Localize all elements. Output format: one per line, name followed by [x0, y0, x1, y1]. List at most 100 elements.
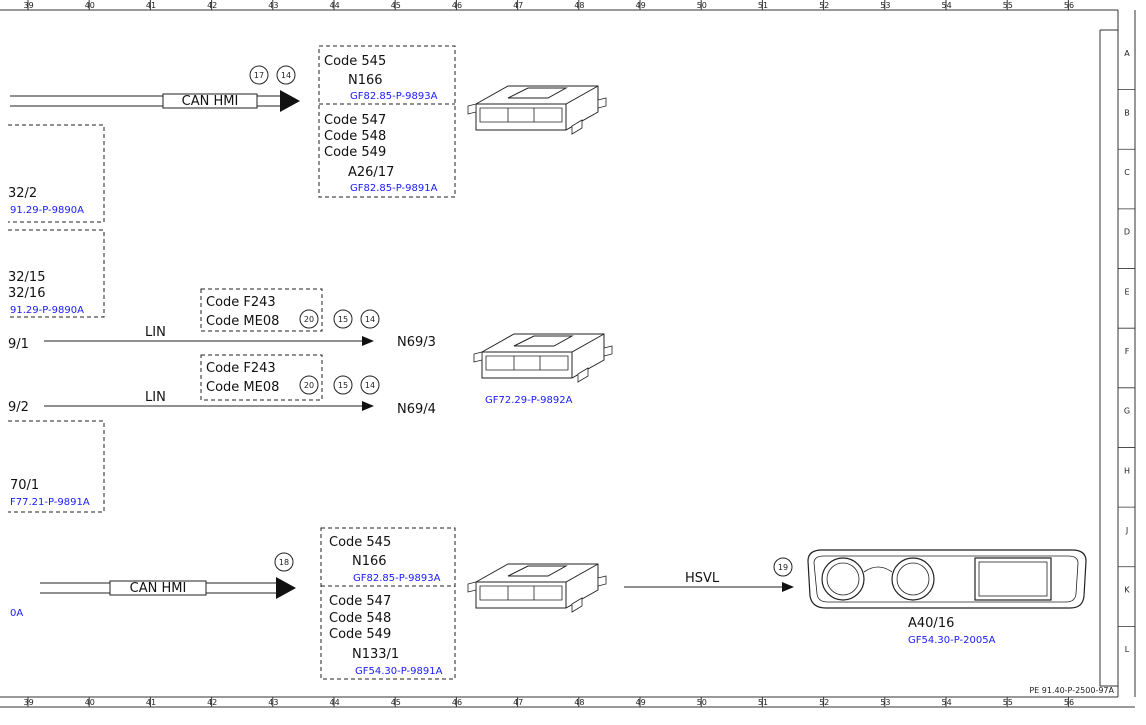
row-label-G: G: [1124, 407, 1130, 416]
column-label-49: 49: [636, 1, 646, 10]
column-label-56: 56: [1064, 1, 1074, 10]
lin-line-2: 9/2 LIN N69/4: [8, 390, 436, 417]
column-label-49: 49: [636, 698, 646, 707]
column-label-48: 48: [574, 698, 584, 707]
can-hmi-label-top: CAN HMI: [182, 94, 239, 109]
column-label-41: 41: [146, 698, 156, 707]
column-label-51: 51: [758, 698, 768, 707]
svg-text:15: 15: [338, 381, 348, 390]
row-label-J: J: [1125, 526, 1128, 535]
svg-text:17: 17: [254, 71, 264, 80]
stub-4-ref[interactable]: 0A: [10, 608, 23, 619]
row-label-F: F: [1125, 347, 1130, 356]
column-label-55: 55: [1003, 1, 1013, 10]
svg-text:LIN: LIN: [145, 390, 166, 405]
svg-text:Code F243: Code F243: [206, 295, 276, 310]
svg-text:14: 14: [365, 381, 375, 390]
row-label-K: K: [1124, 586, 1130, 595]
can-hmi-bus-top: CAN HMI: [10, 90, 300, 112]
column-label-40: 40: [85, 1, 95, 10]
svg-text:9/2: 9/2: [8, 400, 29, 415]
can-hmi-bus-bottom: CAN HMI: [40, 577, 296, 599]
svg-text:15: 15: [338, 315, 348, 324]
column-label-46: 46: [452, 698, 462, 707]
column-label-43: 43: [268, 698, 278, 707]
code-box-top: Code 545 N166 GF82.85-P-9893A Code 547 C…: [318, 45, 456, 198]
can-hmi-label-bottom: CAN HMI: [130, 581, 187, 596]
svg-text:32/15: 32/15: [8, 270, 45, 285]
bottom-code-549: Code 549: [329, 627, 391, 642]
svg-text:14: 14: [365, 315, 375, 324]
bottom-ref-9891a[interactable]: GF54.30-P-9891A: [355, 666, 443, 677]
svg-text:20: 20: [304, 315, 314, 324]
column-label-50: 50: [697, 698, 707, 707]
row-label-H: H: [1124, 466, 1130, 475]
top-device-n166: N166: [348, 73, 383, 88]
svg-text:9/1: 9/1: [8, 337, 29, 352]
column-label-44: 44: [330, 1, 340, 10]
top-ref-9893a[interactable]: GF82.85-P-9893A: [350, 91, 438, 102]
column-label-40: 40: [85, 698, 95, 707]
svg-text:Code F243: Code F243: [206, 361, 276, 376]
top-device-a26-17: A26/17: [348, 165, 394, 180]
row-label-B: B: [1124, 108, 1130, 117]
lin-code-box-1: Code F243 Code ME08: [200, 288, 323, 332]
row-label-L: L: [1125, 645, 1130, 654]
top-code-547: Code 547: [324, 113, 386, 128]
stub-box-2: 32/15 32/16 91.29-P-9890A: [8, 229, 105, 318]
svg-text:19: 19: [778, 563, 788, 572]
svg-text:70/1: 70/1: [10, 478, 39, 493]
stub-1-ref[interactable]: 91.29-P-9890A: [10, 205, 84, 216]
svg-text:Code ME08: Code ME08: [206, 380, 279, 395]
bottom-code-545: Code 545: [329, 535, 391, 550]
svg-text:20: 20: [304, 381, 314, 390]
bottom-device-n133-1: N133/1: [352, 647, 399, 662]
lin-line-1: 9/1 LIN N69/3: [8, 325, 436, 352]
column-label-42: 42: [207, 1, 217, 10]
column-label-43: 43: [268, 1, 278, 10]
svg-text:14: 14: [281, 71, 291, 80]
row-label-A: A: [1124, 49, 1130, 58]
target-n69-3: N69/3: [397, 335, 436, 350]
column-label-45: 45: [391, 698, 401, 707]
bottom-code-547: Code 547: [329, 594, 391, 609]
column-label-41: 41: [146, 1, 156, 10]
bottom-ref-9893a[interactable]: GF82.85-P-9893A: [353, 573, 441, 584]
top-code-548: Code 548: [324, 129, 386, 144]
stub-2-ref[interactable]: 91.29-P-9890A: [10, 305, 84, 316]
svg-text:LIN: LIN: [145, 325, 166, 340]
cluster-ref-2005a[interactable]: GF54.30-P-2005A: [908, 635, 996, 646]
markers-lin-1: 20 15 14: [299, 309, 380, 329]
row-label-C: C: [1124, 168, 1130, 177]
svg-text:Code ME08: Code ME08: [206, 314, 279, 329]
row-label-D: D: [1124, 228, 1130, 237]
column-label-51: 51: [758, 1, 768, 10]
row-ruler-right: A B C D E F G H J K L: [1118, 49, 1135, 654]
stub-3-ref[interactable]: F77.21-P-9891A: [10, 497, 90, 508]
column-label-56: 56: [1064, 698, 1074, 707]
markers-lin-2: 20 15 14: [299, 375, 380, 395]
marker-17: 17: [249, 65, 269, 85]
middle-ref-9892a[interactable]: GF72.29-P-9892A: [485, 395, 573, 406]
column-label-52: 52: [819, 1, 829, 10]
column-label-45: 45: [391, 1, 401, 10]
top-ref-9891a[interactable]: GF82.85-P-9891A: [350, 183, 438, 194]
bottom-code-548: Code 548: [329, 611, 391, 626]
bottom-device-n166: N166: [352, 554, 387, 569]
column-label-46: 46: [452, 1, 462, 10]
stub-box-3: 70/1 F77.21-P-9891A: [8, 420, 105, 513]
marker-19: 19: [773, 557, 793, 577]
svg-text:32/2: 32/2: [8, 186, 37, 201]
row-label-E: E: [1124, 287, 1129, 296]
svg-text:18: 18: [279, 558, 289, 567]
svg-text:32/16: 32/16: [8, 286, 45, 301]
column-label-52: 52: [819, 698, 829, 707]
drawing-number: PE 91.40-P-2500-97A: [1029, 686, 1114, 695]
column-label-48: 48: [574, 1, 584, 10]
column-label-47: 47: [513, 698, 523, 707]
stub-box-1: 32/2 91.29-P-9890A: [8, 124, 105, 223]
top-code-545: Code 545: [324, 54, 386, 69]
